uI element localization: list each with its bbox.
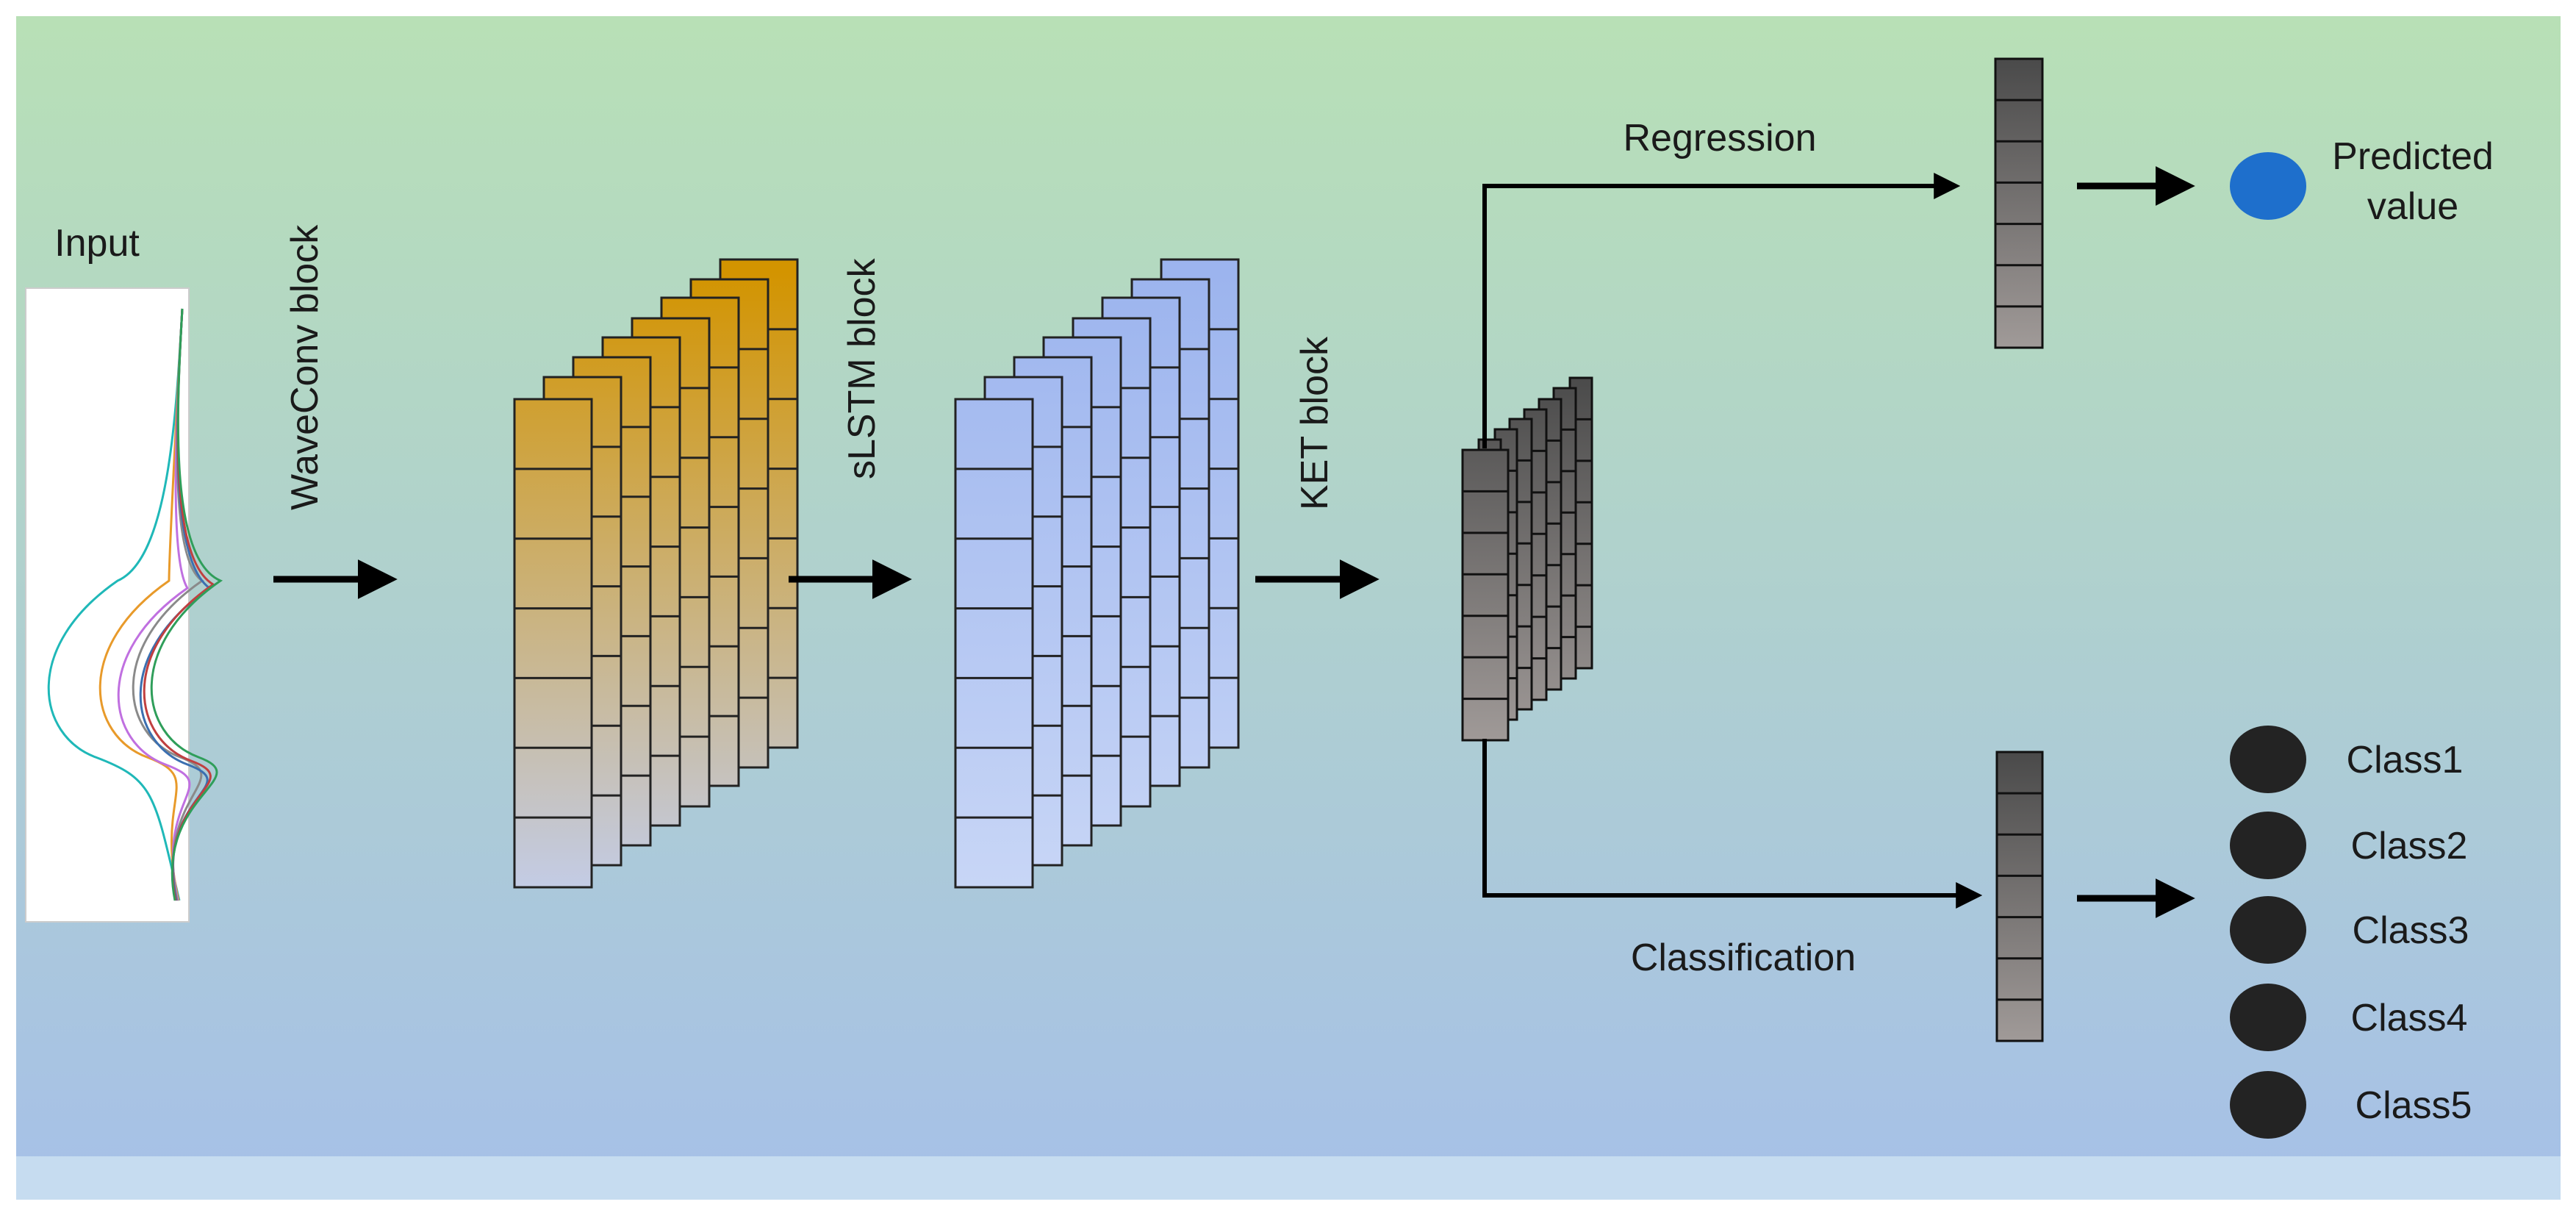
class-item: Class4 <box>2230 984 2467 1051</box>
class-label: Class2 <box>2351 825 2468 867</box>
waveconv-layer <box>513 398 593 889</box>
class-item: Class2 <box>2230 812 2467 879</box>
regression-branch-line <box>1482 173 1961 448</box>
bottom-band <box>16 1156 2561 1200</box>
classification-branch-line <box>1482 739 1983 909</box>
class-dot <box>2230 726 2306 793</box>
predicted-value-label-line1: Predicted <box>2332 135 2494 178</box>
slstm-block-label: sLSTM block <box>841 257 883 479</box>
classification-output-vector <box>1995 751 2044 1042</box>
class-label: Class1 <box>2347 739 2464 781</box>
input-curve <box>98 308 184 901</box>
slstm-layer <box>954 398 1034 889</box>
input-signal-panel <box>25 287 190 923</box>
class-label: Class3 <box>2353 909 2469 952</box>
input-curve <box>47 308 184 901</box>
class-dot <box>2230 812 2306 879</box>
input-curve <box>117 308 191 901</box>
class-label: Class4 <box>2351 997 2468 1039</box>
slstm-feature-stack <box>954 258 1240 889</box>
background-panel <box>16 16 2561 1200</box>
class-dot <box>2230 984 2306 1051</box>
input-curve <box>150 308 223 901</box>
ket-layer <box>1461 448 1510 742</box>
class-dot <box>2230 896 2306 964</box>
classification-label: Classification <box>1631 937 1856 979</box>
ket-feature-stack <box>1461 376 1593 742</box>
class-item: Class3 <box>2230 896 2469 964</box>
input-label: Input <box>54 222 140 265</box>
waveconv-feature-stack <box>513 258 799 889</box>
regression-label: Regression <box>1623 117 1816 160</box>
predicted-value-dot <box>2230 152 2306 220</box>
class-item: Class1 <box>2230 726 2463 793</box>
regression-output-vector <box>1994 57 2044 349</box>
class-item: Class5 <box>2230 1071 2472 1139</box>
class-label: Class5 <box>2356 1084 2472 1127</box>
predicted-value-label-line2: value <box>2367 185 2458 228</box>
waveconv-block-label: WaveConv block <box>284 224 326 510</box>
class-dot <box>2230 1071 2306 1139</box>
input-signal-curves <box>47 308 223 901</box>
ket-block-label: KET block <box>1294 336 1336 510</box>
